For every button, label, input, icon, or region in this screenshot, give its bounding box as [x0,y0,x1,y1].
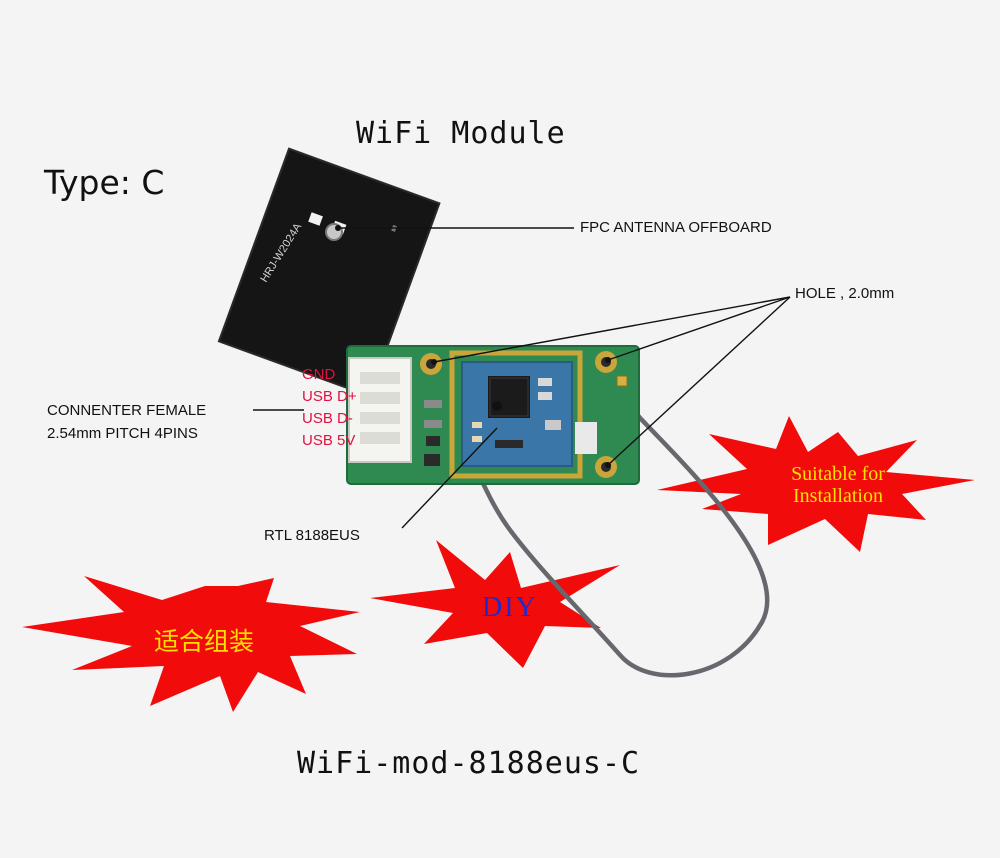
badge-diy: DIY [482,592,538,623]
callout-chip: RTL 8188EUS [264,527,360,544]
badge-installation: Suitable for Installation [768,463,908,507]
pin-label-usb-5v: USB 5V [302,432,356,449]
callout-fpc-antenna: FPC ANTENNA OFFBOARD [580,219,772,236]
burst-diy [370,540,620,668]
ufl-connector [616,375,628,387]
pin-connector [348,357,412,463]
callout-lines [253,227,791,529]
pin-label-usb-dplus: USB D+ [302,388,357,405]
callout-dots [335,225,611,468]
pcb-board [346,345,640,485]
burst-installation [657,416,975,552]
badge-chinese: 适合组装 [154,627,255,656]
type-label: Type: C [44,163,165,202]
pin-label-gnd: GND [302,366,336,383]
badge-installation-line2: Installation [793,485,883,507]
pin-labels: GND USB D+ USB D- USB 5V [302,364,357,452]
callout-connector-line2: 2.54mm PITCH 4PINS [47,425,198,442]
badge-installation-line1: Suitable for [791,463,885,485]
model-name: WiFi-mod-8188eus-C [297,746,641,781]
page-title: WiFi Module [356,116,566,151]
pin-label-usb-dminus: USB D- [302,410,353,427]
burst-chinese [22,576,360,712]
fpc-antenna [217,147,441,398]
callout-hole: HOLE , 2.0mm [795,285,895,302]
callout-connector-line1: CONNENTER FEMALE [47,402,207,419]
